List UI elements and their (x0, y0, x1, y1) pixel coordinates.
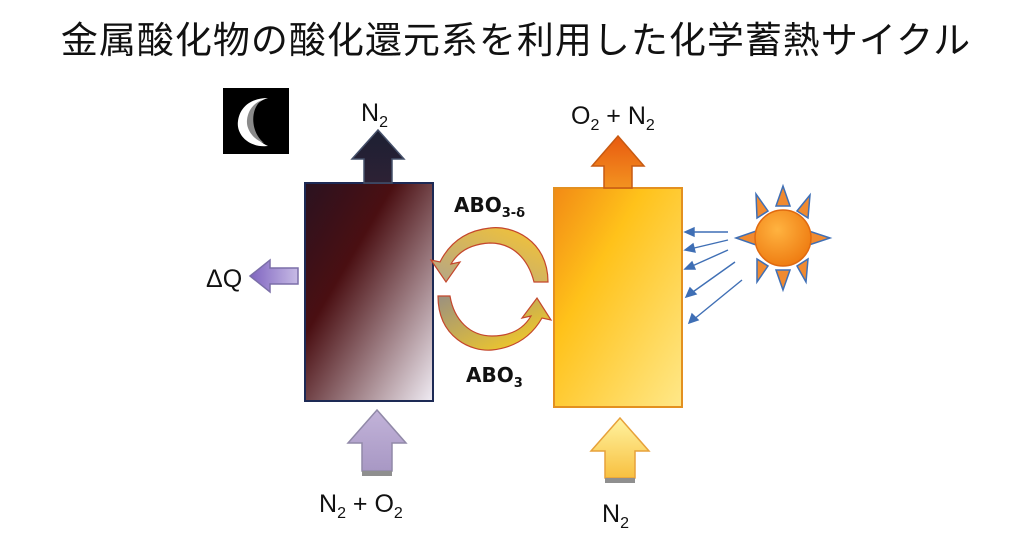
lower-cycle-arrow (437, 295, 553, 351)
right-top-up-arrow (590, 134, 646, 189)
sun-icon (733, 183, 833, 293)
sunlight-rays (683, 226, 743, 325)
right-bottom-label: N2 (602, 500, 629, 532)
page-title: 金属酸化物の酸化還元系を利用した化学蓄熱サイクル (60, 19, 972, 62)
upper-cycle-arrow (429, 227, 549, 284)
left-bottom-up-arrow (346, 408, 408, 476)
moon-logo (223, 88, 289, 154)
right-bottom-up-arrow (589, 416, 651, 483)
lower-cycle-label: ABO3 (466, 363, 523, 391)
left-reactor (304, 182, 434, 402)
upper-cycle-label: ABO3-δ (454, 193, 525, 221)
left-bottom-label: N2 + O2 (319, 490, 403, 522)
left-top-label: N2 (361, 99, 388, 131)
right-top-label: O2 + N2 (571, 102, 655, 134)
left-top-up-arrow (350, 128, 406, 184)
heat-label: ΔQ (206, 265, 242, 293)
heat-output-arrow (248, 258, 299, 294)
right-reactor (553, 187, 683, 408)
